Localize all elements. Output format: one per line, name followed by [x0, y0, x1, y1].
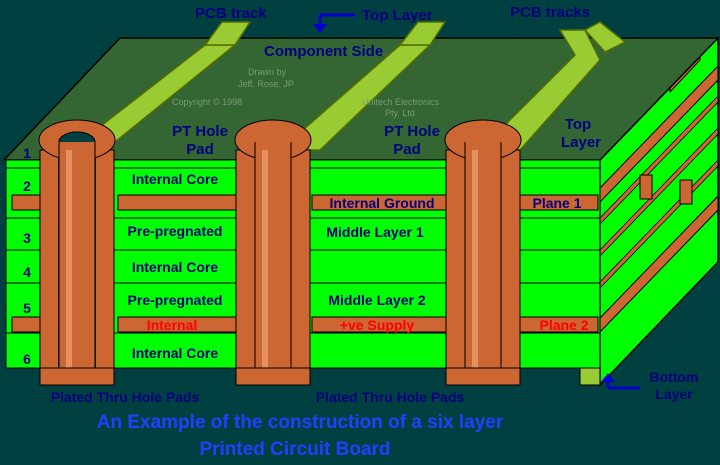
label-top-layer-side-line2: Layer — [561, 134, 601, 151]
layer-number-5: 5 — [23, 300, 31, 316]
through-hole-1 — [38, 119, 116, 386]
bottom-pad — [39, 367, 115, 386]
layer-number-6: 6 — [23, 351, 31, 367]
through-hole-3 — [444, 119, 522, 386]
pcb-track-2-end — [398, 21, 447, 46]
label-pt-hole-pad-2-line2: Pad — [393, 141, 421, 158]
layer-label-internal-core-2: Internal Core — [132, 259, 219, 275]
layer-label-internal-core-3: Internal Core — [132, 345, 219, 361]
label-copyright: Copyright © 1998 — [172, 97, 242, 107]
pcb-track-3-branch — [583, 21, 627, 53]
label-bottom-layer-line2: Layer — [655, 386, 693, 402]
layer-number-4: 4 — [23, 264, 31, 280]
top-edge-copper — [669, 55, 701, 94]
label-drawn-by: Drawn by — [248, 67, 287, 77]
side-notch — [639, 174, 653, 200]
label-top-layer-side: Top — [565, 116, 591, 133]
through-hole-2 — [234, 119, 312, 386]
label-pt-hole-pad-1: PT Hole — [172, 123, 228, 140]
layer-label-internal-core-1: Internal Core — [132, 171, 219, 187]
side-notch — [679, 179, 693, 205]
layer-number-2: 2 — [23, 178, 31, 194]
bottom-layer-arrow — [601, 373, 640, 390]
internal-plane-2 — [117, 194, 241, 211]
bottom-pad — [445, 367, 521, 386]
label-unitech-pty: Pty. Ltd — [385, 108, 415, 118]
layer-number-1: 1 — [23, 145, 31, 161]
bottom-pad — [235, 367, 311, 386]
label-unitech: Unitech Electronics — [362, 97, 440, 107]
diagram-title-line2: Printed Circuit Board — [199, 439, 390, 460]
label-bottom-layer: Bottom — [650, 369, 699, 385]
layer-label-middle-layer-2: Middle Layer 2 — [328, 292, 425, 308]
layer-label-internal: Internal — [147, 317, 198, 333]
label-plated-thru-hole-pads-2: Plated Thru Hole Pads — [316, 389, 465, 405]
internal-plane-5 — [11, 316, 45, 333]
layer-label-plane-2: Plane 2 — [539, 317, 588, 333]
label-pt-hole-pad-1-line2: Pad — [186, 141, 214, 158]
internal-plane-2 — [11, 194, 45, 211]
diagram-title-line1: An Example of the construction of a six … — [97, 412, 504, 433]
layer-label-middle-layer-1: Middle Layer 1 — [326, 224, 423, 240]
layer-label-pre-pregnated-2: Pre-pregnated — [128, 292, 223, 308]
top-layer-arrow — [313, 13, 355, 33]
front-column-2 — [304, 159, 461, 369]
layer-number-3: 3 — [23, 230, 31, 246]
label-pcb-track: PCB track — [195, 5, 267, 22]
layer-label-internal-ground: Internal Ground — [330, 195, 435, 211]
label-drawn-by-name: Jeff. Rose. JP — [238, 79, 294, 89]
layer-label-plane-1: Plane 1 — [532, 195, 581, 211]
pcb-track-1-end — [203, 21, 252, 46]
front-column-3 — [514, 159, 601, 369]
label-top-layer: Top Layer — [362, 7, 433, 24]
layer-label-pre-pregnated-1: Pre-pregnated — [128, 223, 223, 239]
label-component-side: Component Side — [264, 43, 383, 60]
bottom-track-stub — [579, 367, 601, 386]
label-pcb-tracks: PCB tracks — [510, 4, 590, 21]
layer-label-ve-supply: +ve Supply — [340, 317, 415, 333]
label-pt-hole-pad-2: PT Hole — [384, 123, 440, 140]
label-plated-thru-hole-pads-1: Plated Thru Hole Pads — [51, 389, 200, 405]
